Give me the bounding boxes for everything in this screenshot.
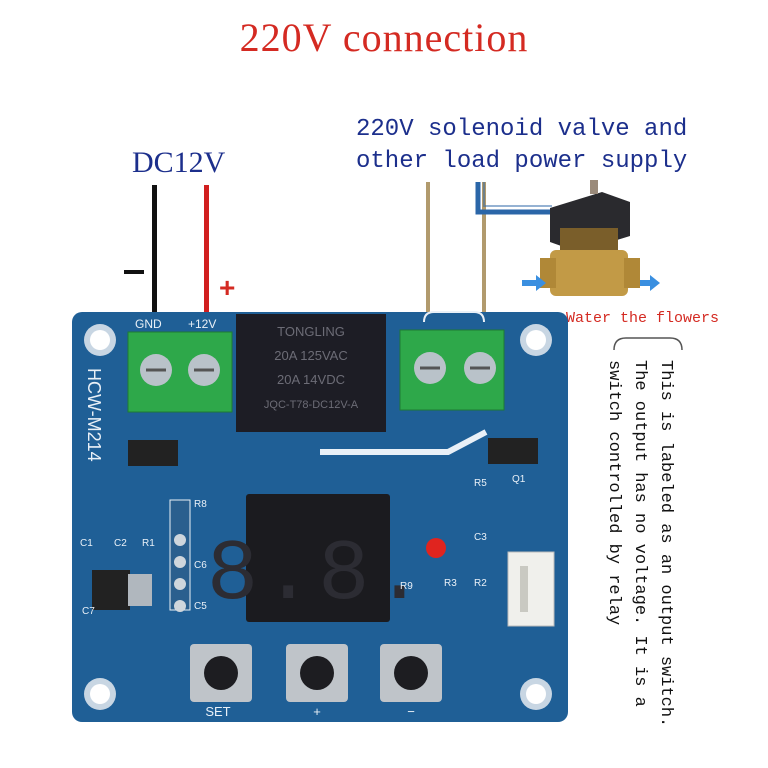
red-led — [426, 538, 446, 558]
relay — [236, 314, 386, 432]
tan-wire-right — [482, 182, 486, 322]
minus-button-icon — [380, 644, 442, 702]
label-r9: R9 — [400, 581, 413, 592]
label-c3: C3 — [474, 532, 487, 543]
load-label-line2: other load power supply — [356, 148, 688, 175]
label-c5: C5 — [194, 601, 207, 612]
note-bracket — [613, 337, 683, 351]
note-line-3: switch controlled by relay — [604, 360, 623, 626]
red-wire — [204, 185, 209, 320]
label-c1: C1 — [80, 538, 93, 549]
output-switch-note: This is labeled as an output switch. The… — [600, 360, 678, 727]
solenoid-valve-icon — [540, 180, 640, 296]
dc-voltage-label: DC12V — [132, 146, 226, 179]
v12-label: +12V — [188, 317, 216, 331]
page-title: 220V connection — [239, 15, 529, 60]
negative-polarity-mark — [124, 270, 144, 274]
label-q1: Q1 — [512, 474, 526, 485]
seven-segment-display — [246, 494, 390, 622]
sensor-connector — [507, 551, 555, 627]
relay-line-2: 20A 14VDC — [277, 372, 345, 387]
label-r2: R2 — [474, 578, 487, 589]
flow-arrow-out — [640, 275, 660, 291]
relay-line-1: 20A 125VAC — [274, 348, 347, 363]
positive-polarity-mark: + — [219, 272, 236, 303]
relay-line-3: JQC-T78-DC12V-A — [264, 399, 359, 411]
black-wire — [152, 185, 157, 320]
model-label: HCW-M214 — [84, 368, 104, 462]
gnd-label: GND — [135, 317, 162, 331]
note-line-1: This is labeled as an output switch. — [656, 360, 675, 728]
label-r5: R5 — [474, 478, 487, 489]
label-c6: C6 — [194, 560, 207, 571]
plus-button-icon — [286, 644, 348, 702]
blue-wire — [475, 182, 552, 215]
label-c7: C7 — [82, 606, 95, 617]
minus-label: − — [407, 704, 415, 719]
set-label: SET — [205, 704, 230, 719]
tan-wire-left — [426, 182, 430, 322]
label-c2: C2 — [114, 538, 127, 549]
load-supply-label: 220V solenoid valve and other load power… — [356, 114, 687, 178]
set-button-icon — [190, 644, 252, 702]
load-label-line1: 220V solenoid valve and — [356, 116, 688, 143]
display-digits: 8.8. — [207, 526, 429, 624]
water-flowers-label: Water the flowers — [566, 310, 720, 327]
note-line-2: The output has no voltage. It is a — [630, 360, 649, 707]
relay-brand: TONGLING — [277, 324, 345, 339]
label-r1: R1 — [142, 538, 155, 549]
flow-arrow-in — [522, 275, 546, 291]
label-r8: R8 — [194, 499, 207, 510]
plus-label: + — [313, 704, 321, 719]
label-r3: R3 — [444, 578, 457, 589]
